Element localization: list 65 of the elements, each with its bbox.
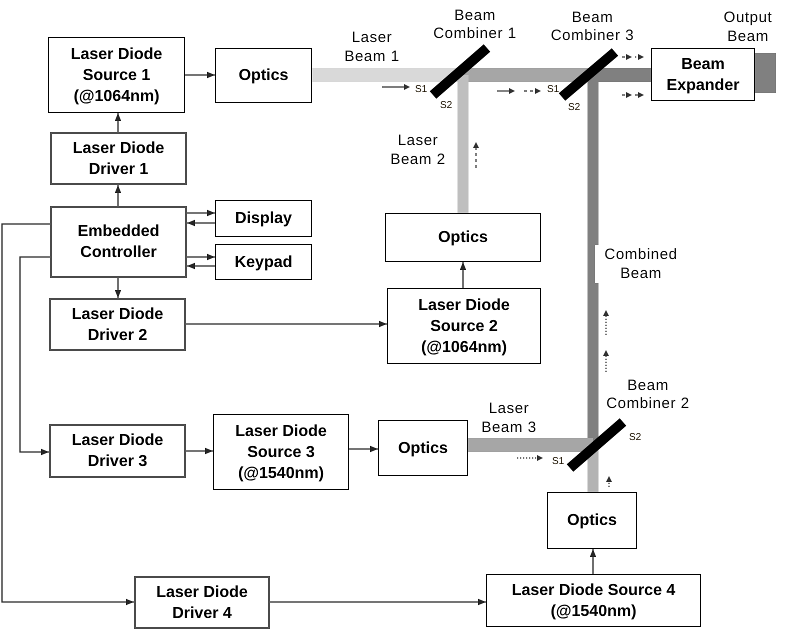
arrow — [114, 278, 122, 298]
arrow — [185, 72, 215, 78]
box-label: Display — [235, 209, 292, 229]
process-box — [213, 414, 349, 490]
process-box — [49, 424, 186, 478]
arrow — [186, 448, 213, 454]
box-label: Laser Diode Driver 3 — [70, 431, 164, 472]
box-label: Optics — [438, 228, 488, 248]
box-label: Keypad — [234, 252, 292, 272]
process-box — [48, 37, 185, 113]
arrow — [114, 185, 122, 206]
beam-combiner — [429, 44, 491, 99]
process-box — [387, 288, 541, 364]
process-box — [215, 48, 312, 103]
process-box — [385, 213, 541, 262]
box-label: Laser Diode Driver 1 — [72, 138, 166, 180]
beam-path — [755, 53, 776, 93]
arrow — [349, 446, 378, 452]
arrow — [270, 598, 486, 606]
arrow — [19, 256, 50, 456]
arrow — [590, 549, 596, 574]
beam-path — [468, 438, 566, 452]
box-label: Optics — [567, 511, 617, 531]
component-label: Beam Combiner 3 — [550, 9, 636, 45]
process-box — [50, 206, 187, 278]
box-label: Optics — [238, 66, 288, 86]
arrow — [187, 220, 215, 226]
beam-path — [312, 68, 429, 82]
process-box — [547, 492, 637, 549]
port-label: S1 — [547, 84, 560, 95]
arrow — [114, 113, 122, 132]
component-label: Beam Combiner 2 — [605, 377, 691, 413]
box-label: Embedded Controller — [76, 222, 160, 263]
beam-path — [588, 472, 598, 492]
process-box — [486, 574, 701, 627]
box-label: Laser Diode Driver 2 — [70, 304, 164, 346]
box-label: Laser Diode Source 4 (@1540nm) — [510, 580, 676, 622]
box-label: Beam Expander — [666, 54, 740, 96]
component-label: Beam Combiner 1 — [432, 7, 518, 43]
arrow — [187, 254, 215, 260]
box-label: Optics — [398, 438, 448, 458]
beam-combiner — [566, 418, 627, 472]
beam-path — [491, 68, 558, 82]
process-box — [651, 48, 755, 101]
process-box — [378, 420, 468, 476]
process-box — [50, 132, 187, 185]
box-label: Laser Diode Source 1 (@1064nm) — [70, 44, 164, 106]
beam-combiner — [558, 48, 619, 101]
arrow — [1, 223, 134, 606]
process-box — [49, 298, 186, 351]
port-label: S2 — [440, 100, 452, 111]
arrow — [187, 262, 215, 270]
process-box — [215, 200, 312, 237]
box-label: Laser Diode Source 2 (@1064nm) — [417, 296, 511, 358]
port-label: S1 — [415, 84, 428, 95]
port-label: S2 — [629, 432, 642, 443]
port-label: S1 — [552, 456, 564, 467]
arrow — [187, 210, 215, 216]
process-box — [215, 244, 312, 280]
box-label: Laser Diode Source 3 (@1540nm) — [234, 422, 328, 484]
process-box — [134, 576, 270, 629]
box-label: Laser Diode Driver 4 — [155, 582, 249, 624]
arrow — [460, 262, 466, 288]
arrow — [186, 320, 387, 328]
port-label: S2 — [568, 102, 580, 113]
